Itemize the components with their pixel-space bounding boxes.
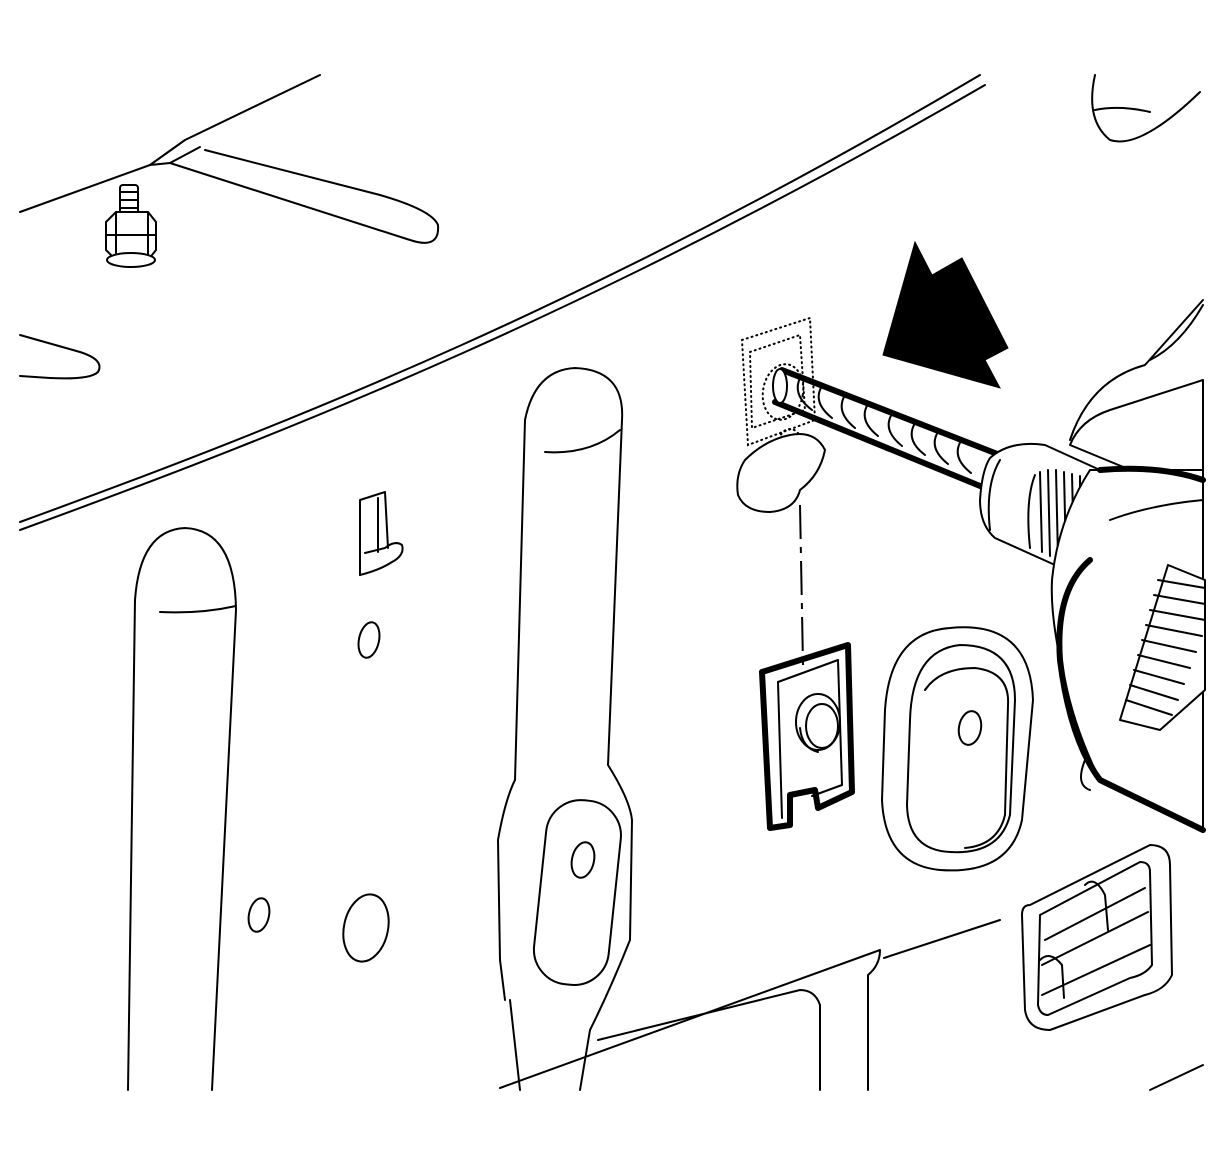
- large-oval-hole: [881, 626, 1034, 872]
- small-hole-upper: [357, 621, 381, 659]
- small-hole-left: [247, 897, 271, 933]
- panel-slot: [359, 491, 404, 576]
- drill-bit: [772, 367, 1003, 491]
- alignment-line: [799, 504, 804, 666]
- round-hole-left: [342, 893, 390, 963]
- sealer-blob: [736, 433, 826, 513]
- direction-arrow: [882, 240, 1009, 389]
- upper-panel: [19, 74, 1201, 531]
- power-drill: [979, 299, 1206, 833]
- vent-opening: [1021, 844, 1173, 1031]
- stud-with-nut: [105, 184, 157, 268]
- clip-location-outline: [736, 316, 826, 513]
- retainer-clip: [759, 642, 855, 831]
- left-rib: [127, 527, 237, 1091]
- center-rib: [497, 367, 633, 1091]
- lower-panel: [499, 919, 1204, 1091]
